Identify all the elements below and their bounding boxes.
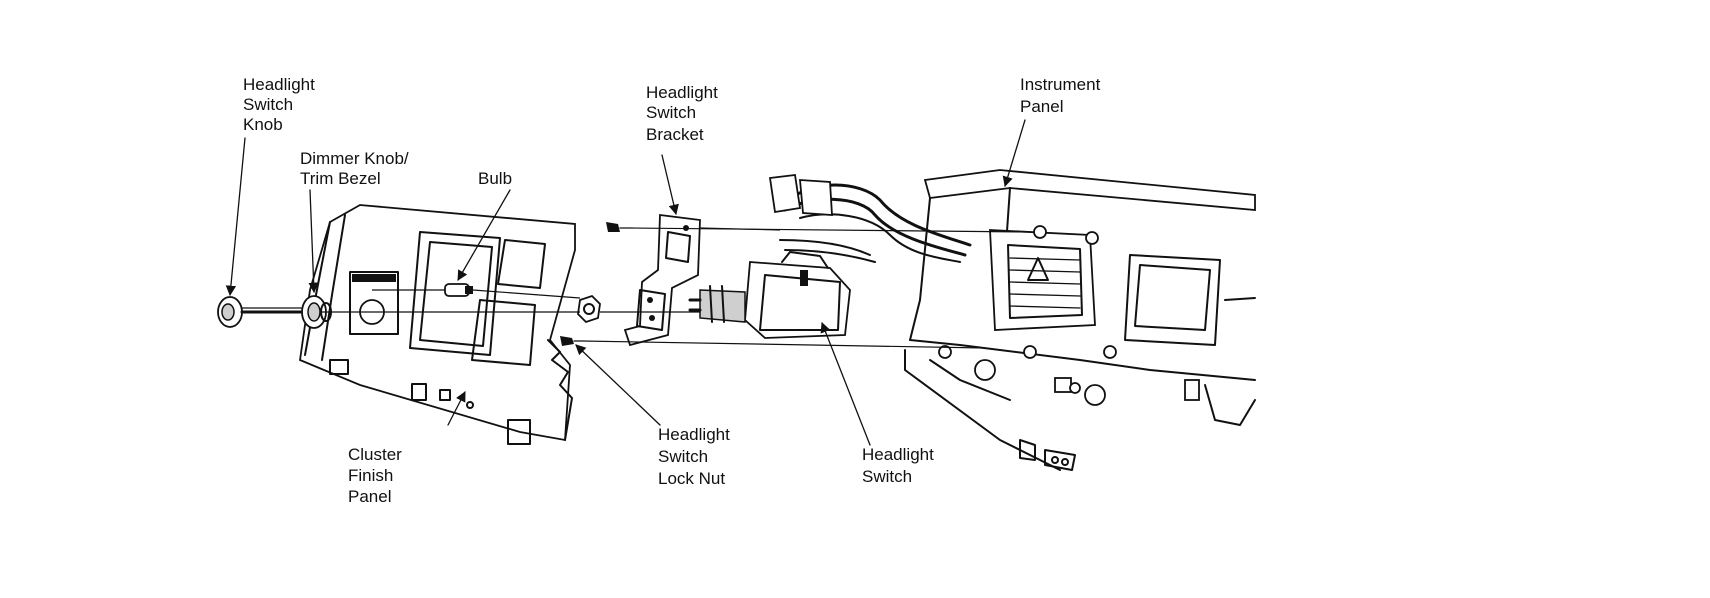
screw-upper	[606, 222, 631, 232]
svg-text:Knob: Knob	[243, 115, 283, 134]
bulb	[444, 283, 473, 297]
wire-harness	[768, 174, 972, 263]
svg-text:Bulb: Bulb	[478, 169, 512, 188]
svg-text:Panel: Panel	[348, 487, 391, 506]
dimmer-knob-trim-bezel	[301, 295, 332, 329]
headlight-switch-knob	[217, 296, 322, 328]
leader-lines	[225, 119, 1026, 446]
svg-text:Trim Bezel: Trim Bezel	[300, 169, 381, 188]
svg-text:Switch: Switch	[243, 95, 293, 114]
label-instrument-panel: Instrument Panel	[1020, 75, 1101, 116]
headlight-switch-part	[688, 251, 851, 339]
label-headlight-switch-bracket: Headlight Switch Bracket	[646, 83, 718, 144]
alignment-lines	[320, 227, 1031, 349]
svg-text:Switch: Switch	[646, 103, 696, 122]
svg-text:Headlight: Headlight	[646, 83, 718, 102]
svg-text:Cluster: Cluster	[348, 445, 402, 464]
cluster-finish-panel	[299, 204, 576, 445]
svg-text:Lock Nut: Lock Nut	[658, 469, 725, 488]
svg-text:Bracket: Bracket	[646, 125, 704, 144]
svg-text:Panel: Panel	[1020, 97, 1063, 116]
svg-text:Finish: Finish	[348, 466, 393, 485]
label-headlight-switch-lock-nut: Headlight Switch Lock Nut	[658, 425, 730, 488]
label-cluster-finish-panel: Cluster Finish Panel	[348, 445, 402, 506]
svg-text:Headlight: Headlight	[243, 75, 315, 94]
svg-text:Headlight: Headlight	[658, 425, 730, 444]
label-headlight-switch: Headlight Switch	[862, 445, 934, 486]
headlight-switch-bracket	[623, 213, 701, 347]
label-headlight-switch-knob: Headlight Switch Knob	[243, 75, 315, 134]
svg-text:Headlight: Headlight	[862, 445, 934, 464]
svg-text:Instrument: Instrument	[1020, 75, 1101, 94]
label-dimmer-knob-trim-bezel: Dimmer Knob/ Trim Bezel	[300, 149, 409, 188]
svg-text:Dimmer Knob/: Dimmer Knob/	[300, 149, 409, 168]
svg-text:Switch: Switch	[658, 447, 708, 466]
label-bulb: Bulb	[478, 169, 512, 188]
svg-text:Switch: Switch	[862, 467, 912, 486]
headlight-switch-lock-nut-part	[577, 294, 601, 324]
instrument-panel	[904, 169, 1256, 471]
screw-lower	[560, 336, 583, 346]
